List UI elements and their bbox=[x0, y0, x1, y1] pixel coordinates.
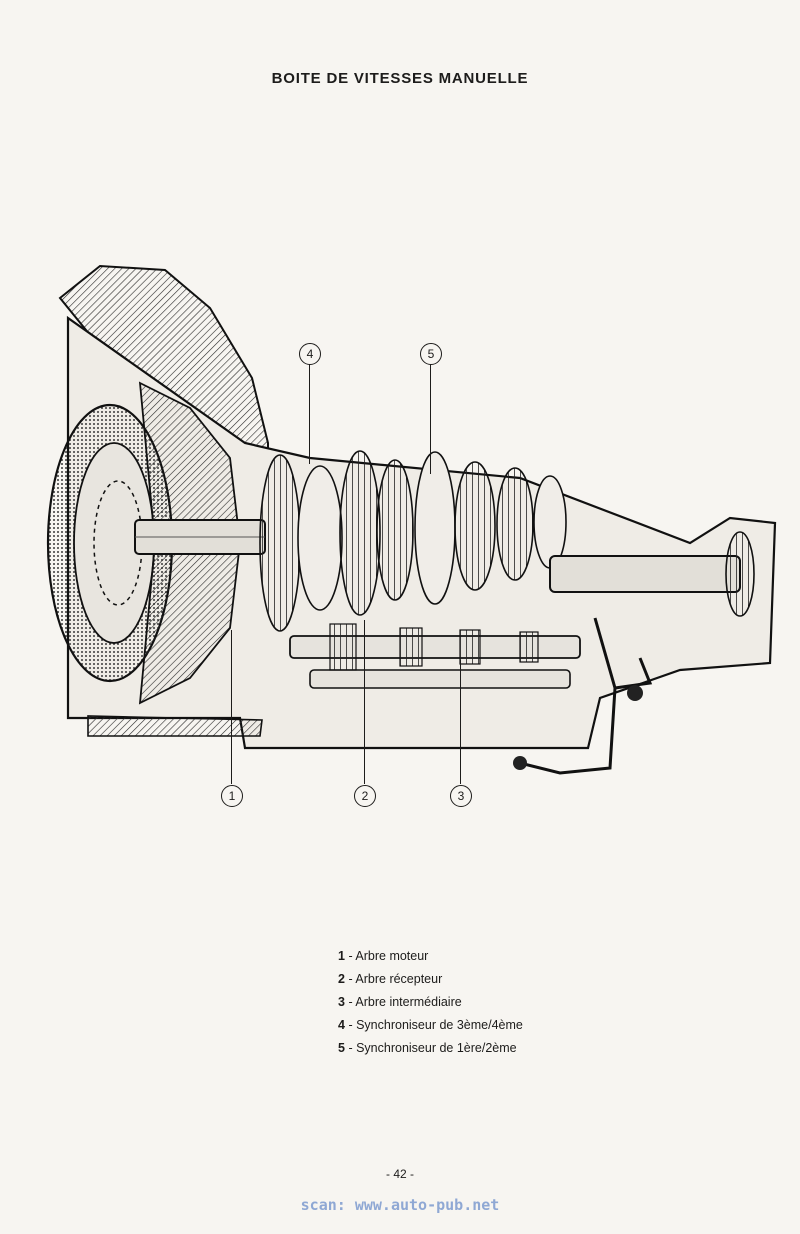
gear-selector-linkage bbox=[519, 617, 653, 775]
gearbox-cutaway-illustration bbox=[46, 264, 777, 775]
legend-item: 5 - Synchroniseur de 1ère/2ème bbox=[338, 1041, 517, 1055]
output-shaft bbox=[549, 555, 741, 593]
legend-item: 3 - Arbre intermédiaire bbox=[338, 995, 462, 1009]
countershaft bbox=[289, 635, 581, 659]
legend-item: 4 - Synchroniseur de 3ème/4ème bbox=[338, 1018, 523, 1032]
page-title: BOITE DE VITESSES MANUELLE bbox=[271, 70, 529, 87]
page-number: - 42 - bbox=[385, 1167, 414, 1181]
parts-legend: 1 - Arbre moteur 2 - Arbre récepteur 3 -… bbox=[338, 945, 523, 1060]
callout-1: 1 bbox=[221, 785, 243, 807]
callout-3: 3 bbox=[450, 785, 472, 807]
callout-4: 4 bbox=[299, 343, 321, 365]
legend-item: 1 - Arbre moteur bbox=[338, 949, 429, 963]
callout-2: 2 bbox=[354, 785, 376, 807]
scan-credit-watermark: scan: www.auto-pub.net bbox=[300, 1196, 500, 1214]
callout-5: 5 bbox=[420, 343, 442, 365]
gear-stack bbox=[259, 450, 567, 632]
legend-item: 2 - Arbre récepteur bbox=[338, 972, 443, 986]
